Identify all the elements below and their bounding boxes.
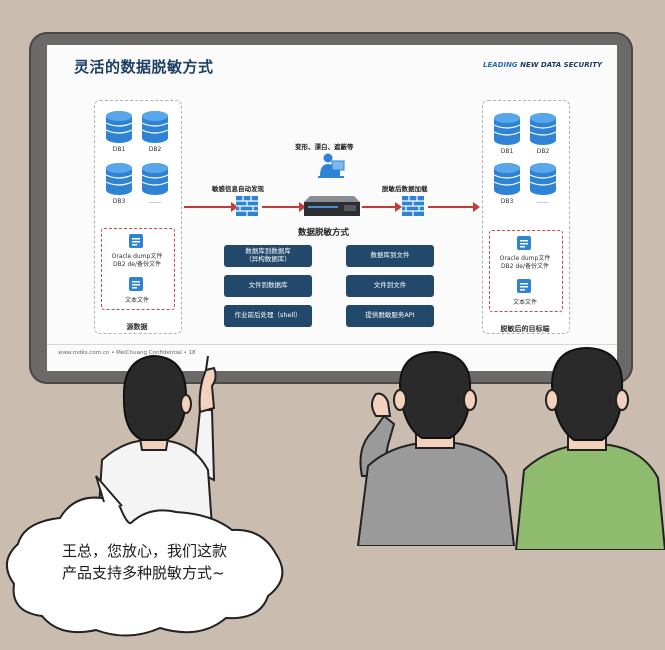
source-file-icon-2 bbox=[129, 277, 143, 291]
arrow-firewall-to-server bbox=[262, 202, 306, 212]
source-db-label-4: …… bbox=[149, 198, 161, 205]
speech-bubble bbox=[6, 475, 284, 637]
speech-line-2: 产品支持多种脱敏方式~ bbox=[62, 564, 225, 582]
brand-tagline: LEADING NEW DATA SECURITY bbox=[483, 61, 602, 69]
server-icon bbox=[304, 196, 360, 216]
mode-shell-button[interactable]: 作业前后处理（shell） bbox=[224, 305, 312, 327]
mode-db-to-file-label: 数据库到文件 bbox=[370, 251, 410, 260]
target-file-label-3: 文本文件 bbox=[512, 299, 537, 306]
target-file-label-1: Oracle dump文件 bbox=[499, 255, 551, 262]
target-db-icon-3 bbox=[493, 163, 521, 195]
source-file-label-3: 文本文件 bbox=[124, 297, 149, 304]
target-db-label-4: …… bbox=[537, 198, 549, 205]
flow-left-label: 敏感信息自动发现 bbox=[212, 185, 264, 193]
arrow-server-to-firewall bbox=[362, 202, 402, 212]
firewall-icon-left bbox=[236, 196, 258, 216]
source-db-icon-2 bbox=[141, 111, 169, 143]
target-file-label-2: DB2 de/备份文件 bbox=[501, 263, 549, 270]
target-db-label-1: DB1 bbox=[500, 148, 514, 155]
mode-file-to-file-label: 文件到文件 bbox=[373, 281, 407, 290]
source-file-label-2: DB2 de/备份文件 bbox=[113, 261, 161, 268]
mode-shell-label: 作业前后处理（shell） bbox=[234, 311, 302, 320]
target-db-label-2: DB2 bbox=[536, 148, 550, 155]
target-db-label-3: DB3 bbox=[500, 198, 514, 205]
slide-footer-divider bbox=[47, 344, 617, 345]
brand-tagline-a: LEADING bbox=[483, 61, 518, 69]
target-file-icon-1 bbox=[517, 236, 531, 250]
listener-grey-person-illustration bbox=[356, 350, 516, 546]
speech-text: 王总，您放心，我们这款 产品支持多种脱敏方式~ bbox=[62, 540, 227, 584]
target-file-box bbox=[489, 230, 563, 312]
arrow-source-to-firewall bbox=[184, 202, 238, 212]
mode-file-to-db-label: 文件到数据库 bbox=[248, 281, 288, 290]
source-file-icon-1 bbox=[129, 234, 143, 248]
firewall-icon-right bbox=[402, 196, 424, 216]
slide-footer: www.mdks.com.cn • MeiChuang Confidential… bbox=[58, 350, 196, 356]
mode-db-to-db-line1: 数据库到数据库 bbox=[245, 247, 291, 256]
mode-db-to-db-line2: （异构数据库） bbox=[245, 255, 291, 263]
source-file-label-1: Oracle dump文件 bbox=[111, 253, 163, 260]
mode-db-to-db-text: 数据库到数据库 （异构数据库） bbox=[245, 247, 291, 264]
operator-person-icon bbox=[318, 153, 345, 178]
target-caption: 脱敏后的目标端 bbox=[500, 325, 550, 333]
source-db-label-2: DB2 bbox=[148, 146, 162, 153]
brand-tagline-b: NEW DATA SECURITY bbox=[520, 61, 603, 69]
mode-api-button[interactable]: 提供脱敏服务API bbox=[346, 305, 434, 327]
arrow-firewall-to-target bbox=[428, 202, 480, 212]
mode-title: 数据脱敏方式 bbox=[298, 228, 350, 238]
source-db-icon-4 bbox=[141, 163, 169, 195]
target-db-icon-2 bbox=[529, 113, 557, 145]
source-caption: 源数据 bbox=[126, 323, 148, 331]
flow-right-label: 脱敏后数据加载 bbox=[382, 185, 428, 193]
mode-file-to-file-button[interactable]: 文件到文件 bbox=[346, 275, 434, 297]
source-db-label-3: DB3 bbox=[112, 198, 126, 205]
mode-db-to-db-button[interactable]: 数据库到数据库 （异构数据库） bbox=[224, 245, 312, 267]
target-db-icon-4 bbox=[529, 163, 557, 195]
mode-db-to-file-button[interactable]: 数据库到文件 bbox=[346, 245, 434, 267]
speech-line-1: 王总，您放心，我们这款 bbox=[62, 542, 228, 560]
source-db-icon-1 bbox=[105, 111, 133, 143]
slide-title: 灵活的数据脱敏方式 bbox=[74, 58, 214, 76]
source-db-label-1: DB1 bbox=[112, 146, 126, 153]
mode-file-to-db-button[interactable]: 文件到数据库 bbox=[224, 275, 312, 297]
target-db-icon-1 bbox=[493, 113, 521, 145]
source-file-box bbox=[101, 228, 175, 310]
listener-green-person-illustration bbox=[514, 346, 665, 550]
source-db-icon-3 bbox=[105, 163, 133, 195]
target-file-icon-2 bbox=[517, 279, 531, 293]
flow-top-label: 变形、漂白、遮蔽等 bbox=[295, 143, 354, 151]
mode-api-label: 提供脱敏服务API bbox=[365, 311, 415, 320]
